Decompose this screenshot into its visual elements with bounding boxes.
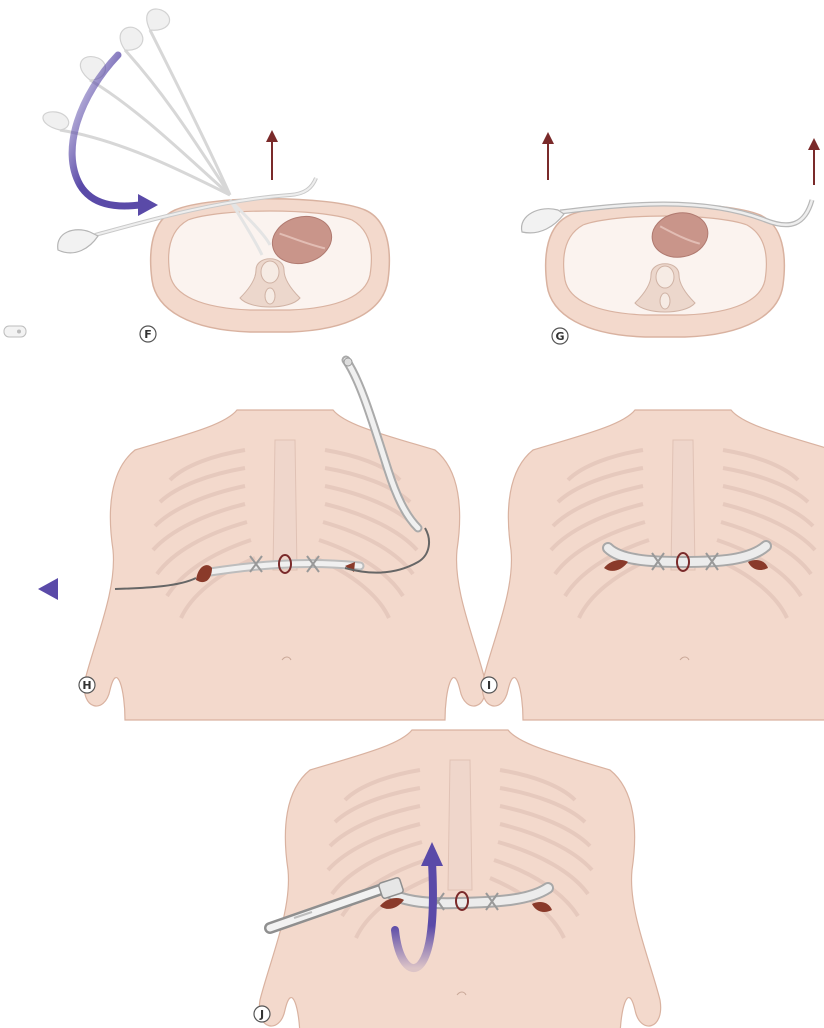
lift-arrow-g-left (542, 132, 554, 180)
panel-j: J (254, 730, 661, 1028)
torso-j (259, 730, 660, 1028)
pull-arrow-h (38, 578, 100, 600)
lift-arrow-f (266, 130, 278, 180)
panel-label-i: I (481, 677, 497, 693)
svg-text:F: F (144, 328, 152, 341)
sternum-j (448, 760, 472, 890)
side-tab-icon (4, 326, 26, 337)
panel-label-j: J (254, 1006, 270, 1022)
panel-label-f: F (140, 326, 156, 342)
lift-arrow-g-right (808, 138, 820, 185)
svg-text:G: G (555, 330, 564, 343)
panel-label-g: G (552, 328, 568, 344)
panel-label-h: H (79, 677, 95, 693)
sternum-h (273, 440, 297, 570)
panel-i: I (481, 410, 824, 720)
panel-h: H (38, 358, 486, 720)
panel-g: G (522, 132, 820, 344)
panel-f: F (4, 9, 389, 342)
chest-cross-section-f (151, 199, 390, 332)
svg-text:H: H (82, 679, 91, 692)
sternum-i (671, 440, 695, 570)
svg-text:J: J (259, 1008, 264, 1021)
svg-text:I: I (487, 679, 491, 692)
chest-cross-section-g (546, 204, 785, 337)
